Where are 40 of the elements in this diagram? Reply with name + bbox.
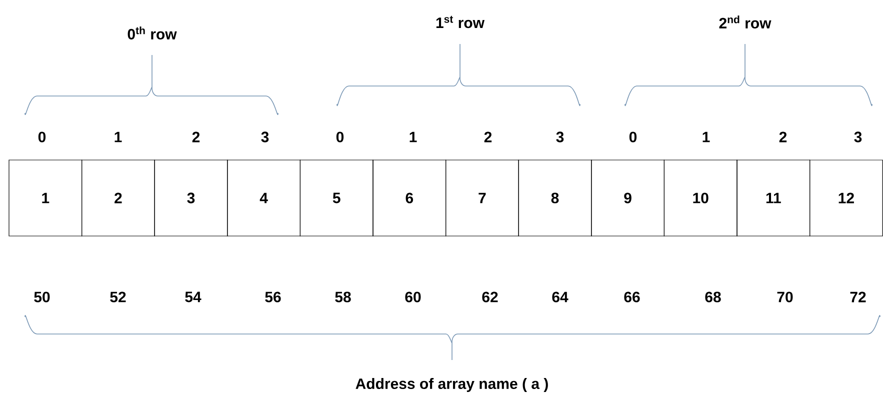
address-number: 70 [777, 292, 793, 302]
array-cell: 1 [8, 160, 82, 236]
row-heading: 2$^{nd}$ row [719, 16, 772, 28]
row-heading: 0$^{th}$ row [128, 26, 177, 40]
array-cell: 9 [591, 160, 664, 236]
array-cell: 8 [518, 160, 592, 236]
array-cell: 11 [736, 160, 810, 236]
array-cell: 2 [82, 160, 155, 236]
index-number: 3 [854, 132, 862, 142]
row-heading: 1$^{st}$ row [436, 16, 485, 28]
address-number: 54 [185, 292, 202, 302]
index-number: 2 [484, 132, 492, 142]
caption-text: Address of array name ( a ) [356, 378, 548, 392]
array-cell: 12 [810, 160, 883, 236]
index-number: 1 [702, 132, 710, 142]
index-number: 2 [192, 132, 200, 142]
index-number: 3 [261, 132, 269, 142]
index-number: 0 [38, 132, 46, 142]
address-number: 72 [850, 292, 866, 302]
index-number: 0 [629, 132, 637, 142]
address-number: 50 [34, 292, 50, 302]
index-number: 3 [556, 132, 564, 142]
address-number: 56 [265, 292, 281, 302]
address-number: 64 [552, 292, 568, 302]
index-number: 0 [336, 132, 344, 142]
array-cell: 3 [154, 160, 228, 236]
index-number: 1 [114, 132, 122, 142]
address-number: 58 [335, 292, 351, 302]
index-number: 1 [410, 132, 417, 142]
address-number: 52 [110, 292, 126, 302]
array-cell: 10 [664, 160, 738, 236]
address-number: 68 [705, 292, 721, 302]
address-number: 62 [482, 292, 498, 302]
array-cell: 5 [300, 160, 374, 236]
address-number: 66 [624, 292, 640, 302]
array-cell: 7 [446, 160, 519, 236]
array-cell: 6 [372, 160, 446, 236]
array-cell: 4 [227, 160, 300, 236]
address-number: 60 [405, 292, 421, 302]
index-number: 2 [779, 132, 787, 142]
